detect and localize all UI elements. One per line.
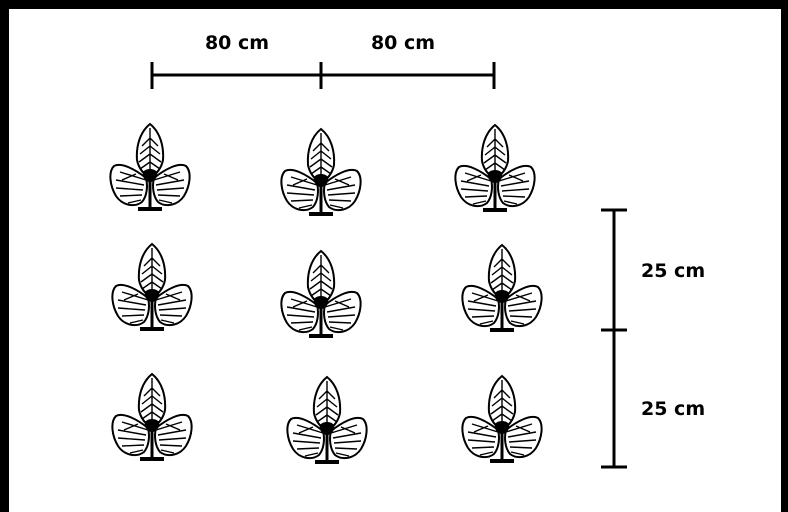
horizontal-spacing-label-1: 80 cm (205, 32, 269, 54)
vertical-dimension: 25 cm 25 cm (601, 210, 705, 467)
horizontal-spacing-label-2: 80 cm (371, 32, 435, 54)
plant-icon (462, 245, 541, 330)
plant-icon (281, 251, 360, 336)
plant-icon (281, 129, 360, 214)
plant-icon (462, 376, 541, 461)
horizontal-dimension: 80 cm 80 cm (152, 32, 494, 89)
plant-icon (455, 125, 534, 210)
plant-icon (287, 377, 366, 462)
plant-icon (112, 374, 191, 459)
plant-icon (112, 244, 191, 329)
vertical-spacing-label-2: 25 cm (641, 398, 705, 420)
vertical-spacing-label-1: 25 cm (641, 260, 705, 282)
plant-icon (110, 124, 189, 209)
